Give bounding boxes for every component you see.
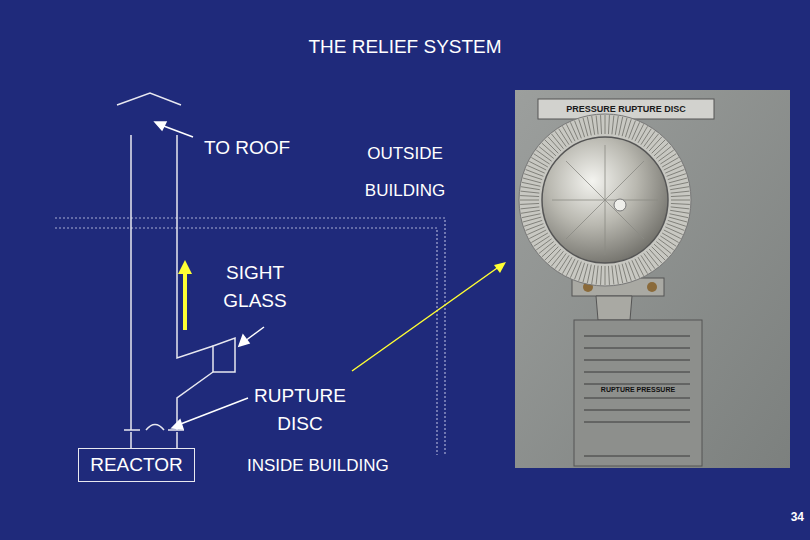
rupture-disc-photo	[515, 90, 790, 468]
tag-text: RUPTURE PRESSURE	[580, 385, 696, 395]
sight-glass	[213, 338, 235, 372]
vessel-label: REACTOR	[90, 454, 183, 476]
region-label: OUTSIDE BUILDING	[350, 135, 460, 209]
region-label: INSIDE BUILDING	[247, 456, 447, 476]
photo-arrow	[352, 262, 506, 371]
building-wall	[55, 218, 445, 455]
flow-arrow	[178, 260, 192, 330]
rupture-disc-symbol	[146, 425, 164, 431]
page-number: 34	[770, 509, 804, 525]
nameplate-text: PRESSURE RUPTURE DISC	[540, 102, 712, 116]
callout-label: TO ROOF	[197, 133, 297, 162]
callout-label: RUPTURE DISC	[245, 382, 355, 438]
callout-label: SIGHT GLASS	[205, 259, 305, 315]
vessel-box: REACTOR	[78, 448, 195, 482]
slide-title: THE RELIEF SYSTEM	[205, 36, 605, 58]
